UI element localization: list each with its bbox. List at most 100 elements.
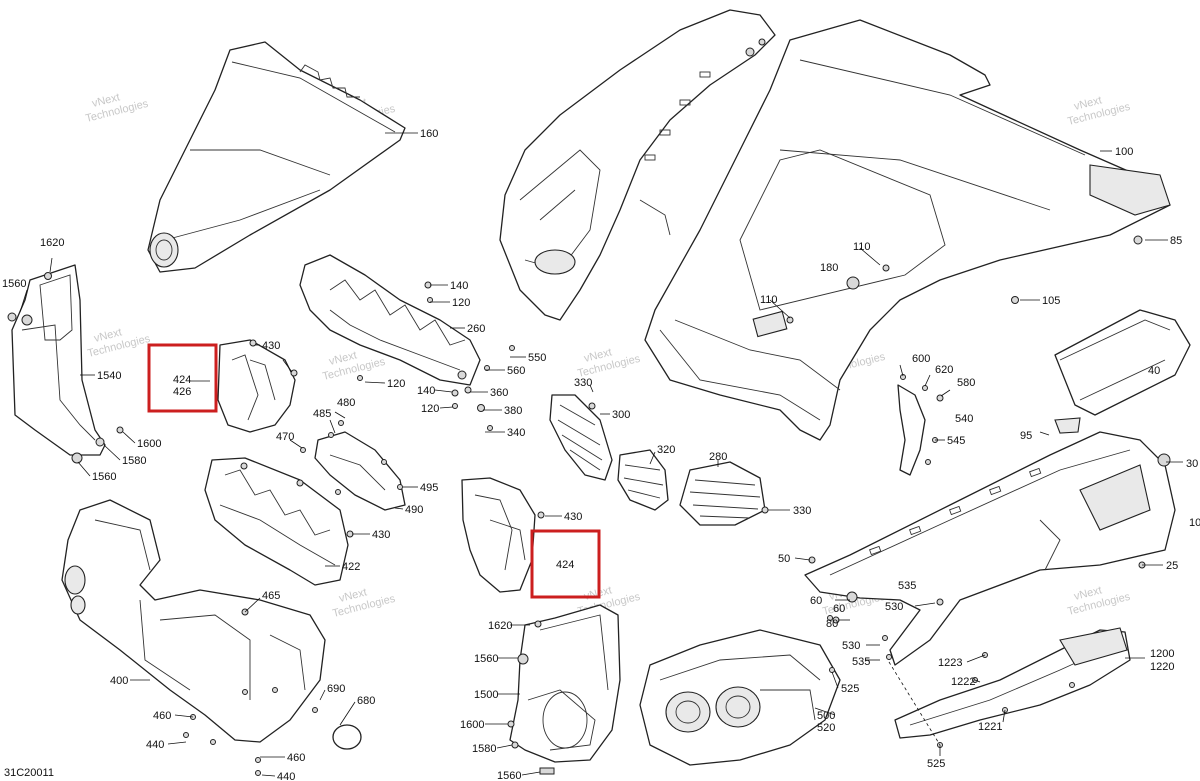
part-424-center-bracket — [461, 477, 545, 593]
callout-680: 680 — [357, 695, 375, 707]
callout-1560-c: 1560 — [474, 653, 498, 665]
callout-280: 280 — [709, 451, 727, 463]
callout-40: 40 — [1148, 365, 1160, 377]
callout-105: 105 — [1042, 295, 1060, 307]
callout-1560-b: 1560 — [92, 471, 116, 483]
part-424-426-bracket — [217, 339, 298, 433]
callout-110-b: 110 — [760, 294, 778, 306]
part-490-mount-bracket — [300, 420, 406, 511]
callout-320: 320 — [657, 444, 675, 456]
callout-430-b: 430 — [372, 529, 390, 541]
callout-180: 180 — [820, 262, 838, 274]
part-400-lower-fascia — [61, 499, 362, 776]
callout-490: 490 — [405, 504, 423, 516]
callout-424-a: 424 — [173, 374, 191, 386]
callout-495: 495 — [420, 482, 438, 494]
callout-labels: 160 100 85 105 110 180 110 140 120 260 5… — [2, 128, 1200, 781]
part-540-bracket — [897, 374, 944, 476]
callout-422: 422 — [342, 561, 360, 573]
callout-1540: 1540 — [97, 370, 121, 382]
part-1200-1220-skid — [827, 615, 1131, 748]
watermark: vNext Technologies — [331, 586, 397, 619]
callout-426: 426 — [173, 386, 191, 398]
callout-1560-d: 1560 — [497, 770, 521, 781]
callout-80: 80 — [826, 618, 838, 630]
callout-535-b: 535 — [852, 656, 870, 668]
part-422-left-grille — [204, 457, 354, 586]
callout-520: 520 — [817, 722, 835, 734]
diagram-code: 31C20011 — [4, 767, 54, 779]
part-1540-left-side-panel — [7, 264, 124, 464]
callout-1500: 1500 — [474, 689, 498, 701]
callout-440-b: 440 — [277, 771, 295, 781]
callout-60-a: 60 — [810, 595, 822, 607]
callout-1580-a: 1580 — [122, 455, 146, 467]
part-1500-side-panel — [507, 604, 621, 775]
watermark: vNext Technologies — [1066, 94, 1132, 127]
callout-330-a: 330 — [574, 377, 592, 389]
part-10-right-fender — [804, 417, 1176, 666]
callout-400: 400 — [110, 675, 128, 687]
callout-525-b: 525 — [927, 758, 945, 770]
callout-1560-a: 1560 — [2, 278, 26, 290]
callout-360: 360 — [490, 387, 508, 399]
watermark: vNext Technologies — [84, 91, 150, 124]
callout-300: 300 — [612, 409, 630, 421]
watermark: vNext Technologies — [576, 346, 642, 379]
callout-600: 600 — [912, 353, 930, 365]
callout-470: 470 — [276, 431, 294, 443]
callout-525-a: 525 — [841, 683, 859, 695]
callout-430-c: 430 — [564, 511, 582, 523]
callout-460-b: 460 — [287, 752, 305, 764]
callout-485: 485 — [313, 408, 331, 420]
callout-10: 10 — [1189, 517, 1200, 529]
callout-30: 30 — [1186, 458, 1198, 470]
callout-1620-a: 1620 — [40, 237, 64, 249]
callout-100: 100 — [1115, 146, 1133, 158]
callout-530-b: 530 — [842, 640, 860, 652]
callout-620: 620 — [935, 364, 953, 376]
callout-50: 50 — [778, 553, 790, 565]
callout-1600-a: 1600 — [137, 438, 161, 450]
callout-1223: 1223 — [938, 657, 962, 669]
callout-545: 545 — [947, 435, 965, 447]
callout-340: 340 — [507, 427, 525, 439]
callout-110-a: 110 — [853, 241, 871, 253]
callout-1600-b: 1600 — [460, 719, 484, 731]
part-500-520-headlight — [639, 629, 841, 766]
callout-120-c: 120 — [421, 403, 439, 415]
callout-560: 560 — [507, 365, 525, 377]
part-320-grille — [617, 449, 669, 511]
callout-140-a: 140 — [450, 280, 468, 292]
callout-60-b: 60 — [833, 603, 845, 615]
callout-1220: 1220 — [1150, 661, 1174, 673]
callout-550: 550 — [528, 352, 546, 364]
part-40-side-panel — [1054, 309, 1191, 416]
part-300-grille — [549, 394, 613, 481]
callout-95: 95 — [1020, 430, 1032, 442]
leader-lines — [19, 132, 1183, 777]
part-100-hood — [644, 19, 1171, 441]
callout-140-b: 140 — [417, 385, 435, 397]
part-160-nose-cover — [147, 41, 406, 273]
callout-460-a: 460 — [153, 710, 171, 722]
callout-540: 540 — [955, 413, 973, 425]
part-left-fender — [499, 9, 776, 321]
callout-480: 480 — [337, 397, 355, 409]
watermark: vNext Technologies — [1066, 584, 1132, 617]
callout-580: 580 — [957, 377, 975, 389]
callout-440-a: 440 — [146, 739, 164, 751]
callout-690: 690 — [327, 683, 345, 695]
callout-260: 260 — [467, 323, 485, 335]
callout-160: 160 — [420, 128, 438, 140]
callout-1580-b: 1580 — [472, 743, 496, 755]
callout-330-b: 330 — [793, 505, 811, 517]
highlight-boxes — [147, 343, 601, 599]
part-260-grille-frame — [299, 254, 515, 431]
callout-1200: 1200 — [1150, 648, 1174, 660]
callout-1221: 1221 — [978, 721, 1002, 733]
part-280-grille — [679, 461, 769, 526]
callout-1620-b: 1620 — [488, 620, 512, 632]
